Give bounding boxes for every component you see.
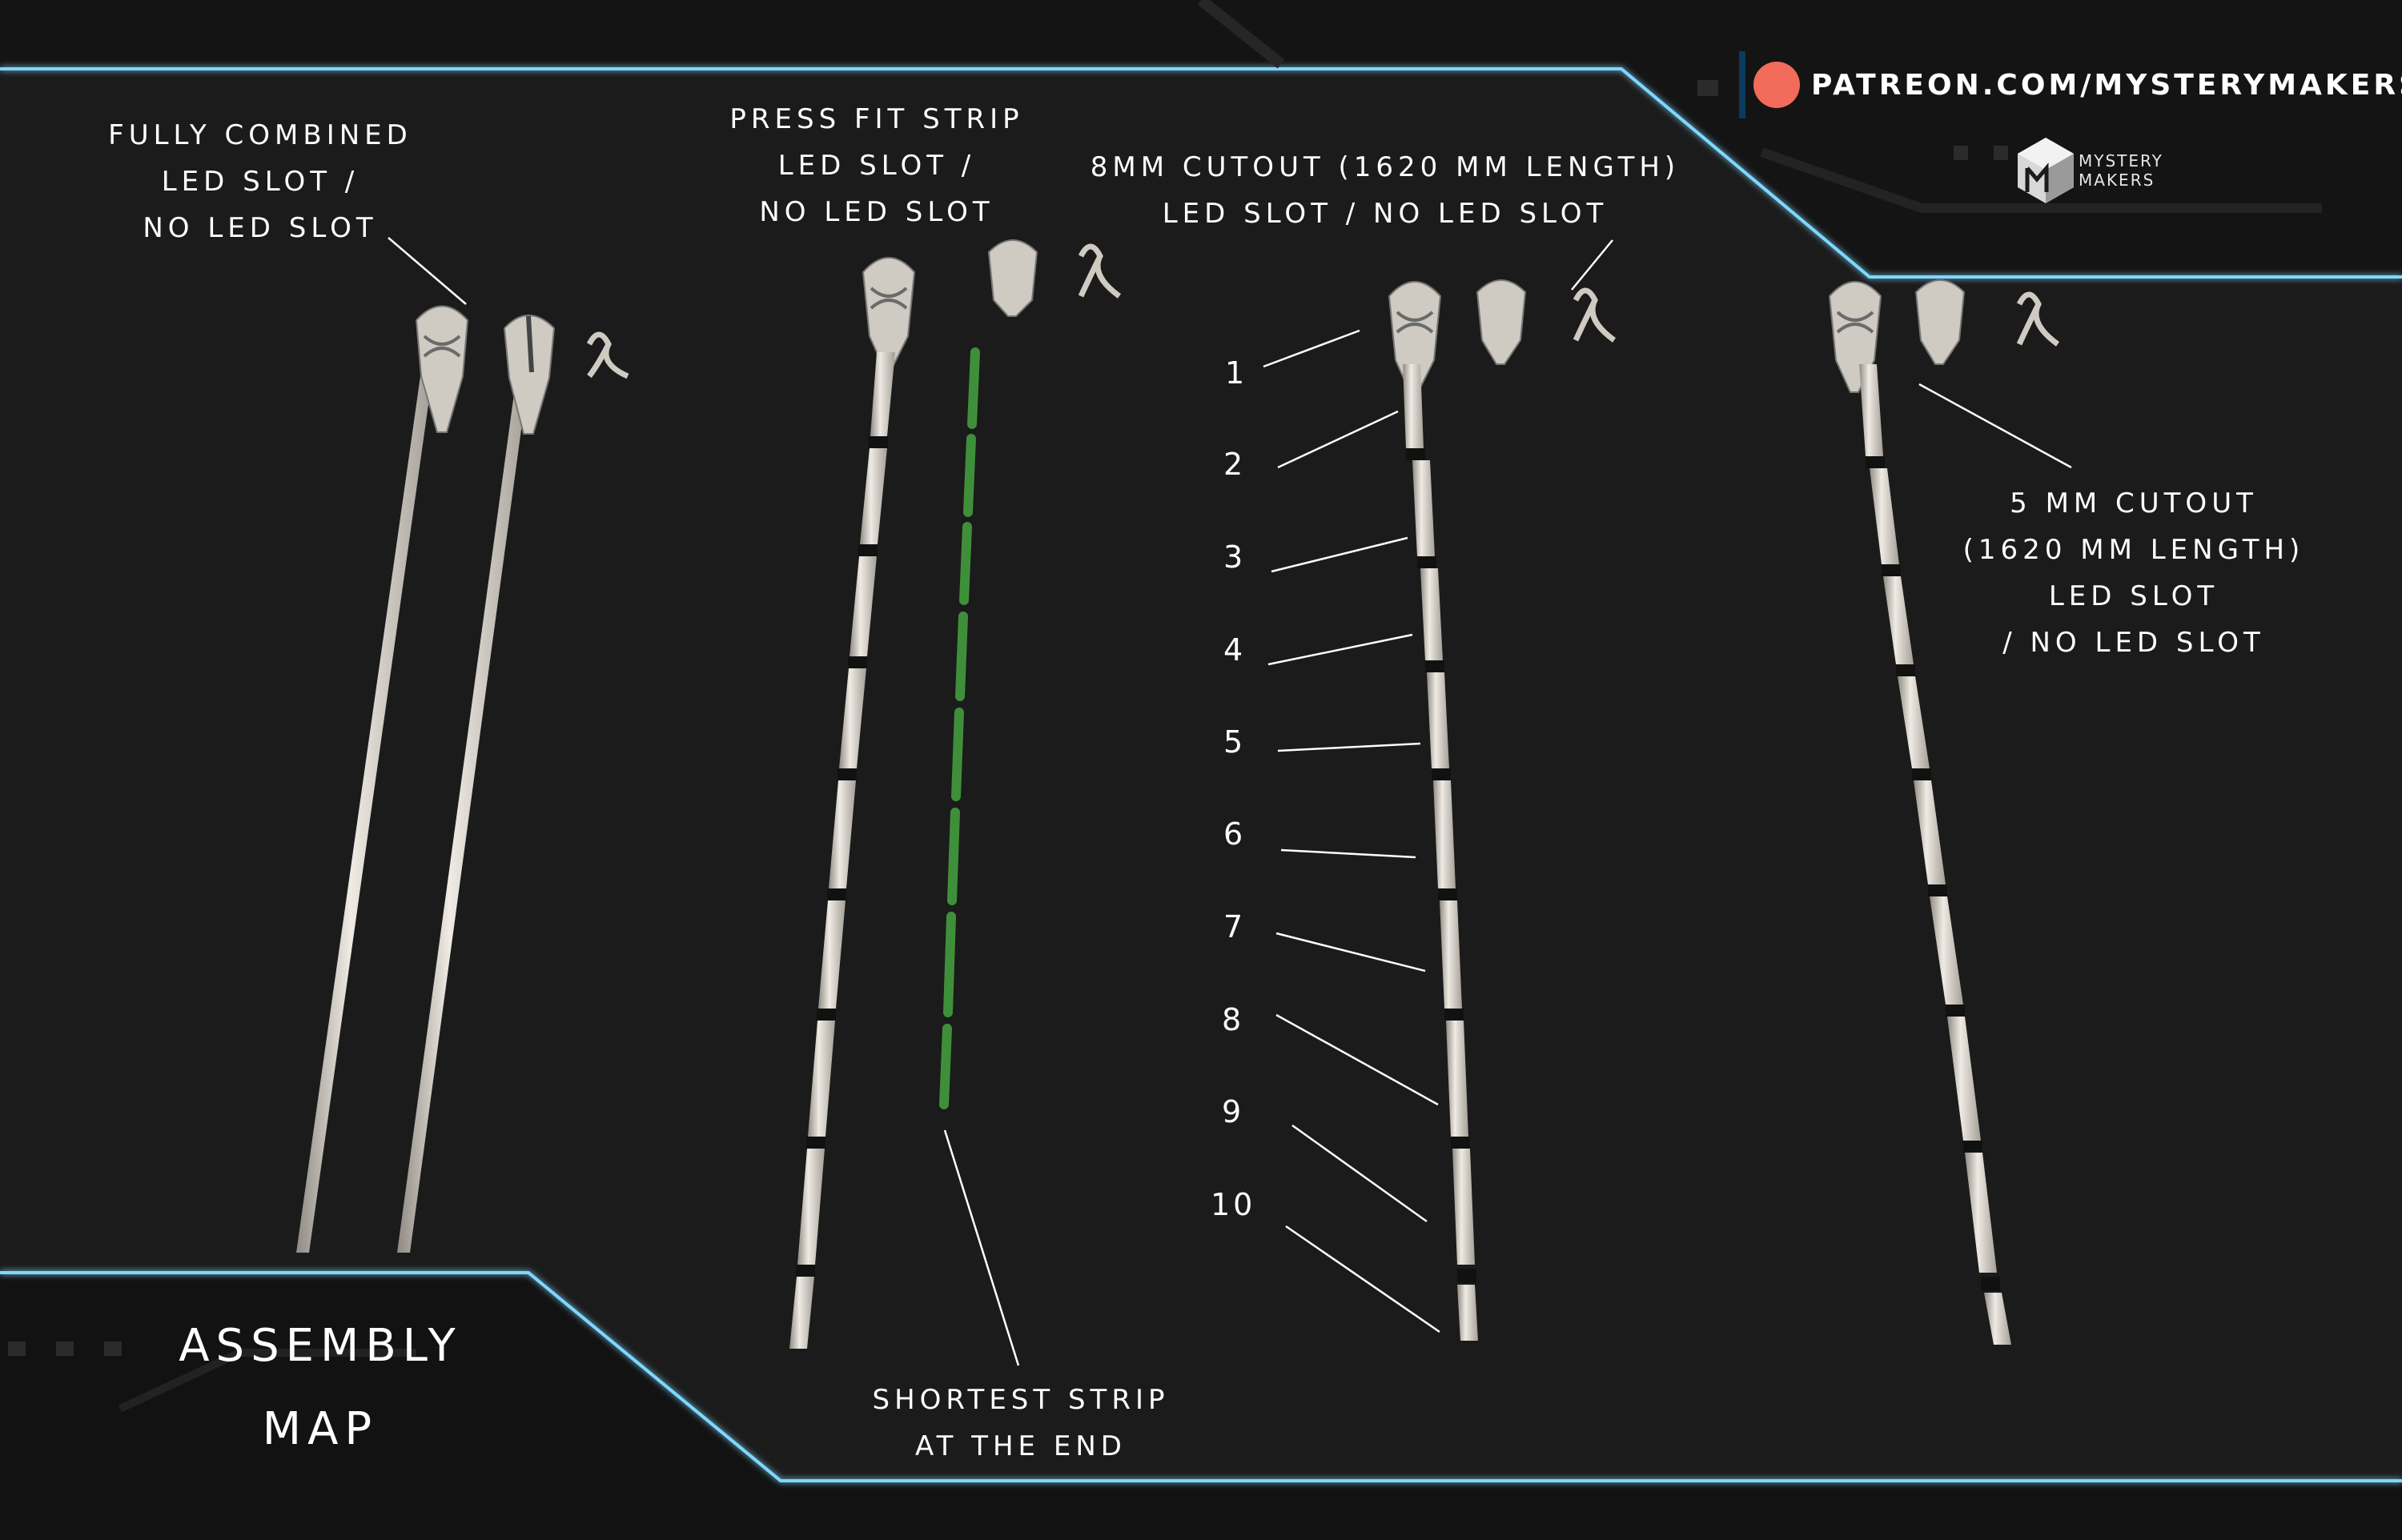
label-shortest-strip: SHORTEST STRIP AT THE END [841, 1377, 1201, 1470]
staff-fully-combined-b [397, 315, 629, 1253]
staff-fully-combined-a [296, 305, 469, 1253]
title-line-2: MAP [262, 1403, 379, 1455]
label-fully-combined: FULLY COMBINED LED SLOT / NO LED SLOT [72, 112, 448, 251]
ribbon-clip-icon [1573, 287, 1617, 343]
part-number: 6 [1223, 816, 1247, 852]
title-line-1: ASSEMBLY [179, 1320, 462, 1372]
label-line: NO LED SLOT [759, 196, 994, 228]
label-line: FULLY COMBINED [108, 119, 412, 151]
part-number: 4 [1223, 632, 1247, 668]
part-number: 2 [1223, 447, 1247, 482]
staff-5mm-cutout [1828, 279, 2060, 1345]
ribbon-clip-icon [1078, 243, 1122, 299]
part-number: 1 [1225, 355, 1248, 391]
staff-press-fit [789, 239, 1122, 1349]
label-line: 8MM CUTOUT (1620 MM LENGTH) [1090, 151, 1681, 183]
staff-head-icon [1914, 279, 1966, 365]
part-number: 10 [1211, 1187, 1256, 1222]
label-5mm-cutout: 5 MM CUTOUT (1620 MM LENGTH) LED SLOT / … [1922, 480, 2346, 666]
part-number: 7 [1223, 909, 1247, 944]
patreon-dot-icon [1753, 62, 1800, 108]
staff-head-icon [503, 315, 556, 435]
staff-head-icon [862, 257, 916, 369]
staff-head-icon [987, 239, 1038, 317]
label-line: 5 MM CUTOUT [2010, 487, 2258, 519]
label-line: / NO LED SLOT [2002, 627, 2265, 659]
staff-head-icon [1476, 279, 1527, 365]
label-line: LED SLOT / [161, 166, 359, 198]
label-line: NO LED SLOT [143, 212, 378, 244]
part-number: 5 [1223, 724, 1247, 760]
part-number: 9 [1222, 1094, 1245, 1129]
label-press-fit: PRESS FIT STRIP LED SLOT / NO LED SLOT [705, 96, 1049, 235]
patreon-url[interactable]: PATREON.COM/MYSTERYMAKERS [1811, 68, 2402, 102]
label-line: (1620 MM LENGTH) [1962, 534, 2305, 566]
part-number: 3 [1223, 539, 1247, 575]
ribbon-clip-icon [586, 331, 629, 379]
label-line: LED SLOT / NO LED SLOT [1162, 198, 1609, 230]
label-line: SHORTEST STRIP [872, 1384, 1170, 1416]
label-8mm-cutout: 8MM CUTOUT (1620 MM LENGTH) LED SLOT / N… [1065, 144, 1705, 237]
leader-lines [388, 237, 2072, 1366]
staff-head-icon [415, 305, 469, 433]
mystery-makers-cube-icon [2018, 138, 2074, 203]
patreon-link[interactable]: PATREON.COM/MYSTERYMAKERS [1739, 51, 2402, 118]
logo-word-mystery: MYSTERY [2079, 151, 2163, 170]
label-line: PRESS FIT STRIP [729, 103, 1024, 135]
led-strip [939, 347, 980, 1109]
page-title: ASSEMBLY MAP [120, 1305, 520, 1471]
logo-word-makers: MAKERS [2079, 170, 2155, 190]
staff-8mm-cutout [388, 237, 2072, 1366]
label-line: LED SLOT / [777, 150, 976, 182]
ribbon-clip-icon [2016, 291, 2060, 347]
patreon-bar-icon [1739, 51, 1745, 118]
mystery-makers-logo: MYSTERY MAKERS [2016, 136, 2163, 205]
label-line: LED SLOT [2048, 580, 2219, 612]
part-number: 8 [1222, 1002, 1245, 1037]
label-line: AT THE END [915, 1430, 1127, 1462]
